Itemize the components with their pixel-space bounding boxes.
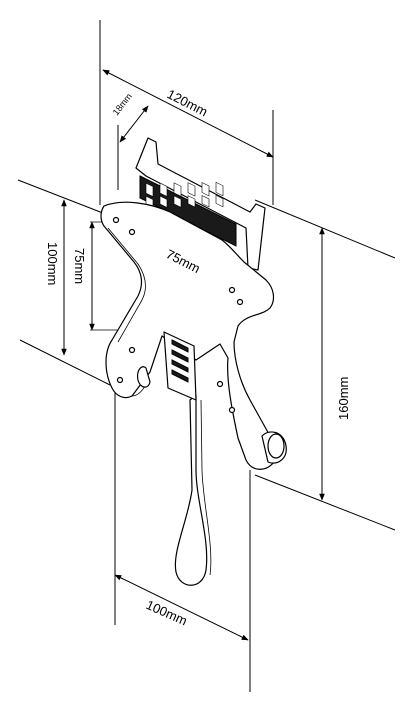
label-width-bottom: 100mm <box>144 597 190 628</box>
extension-lines <box>17 20 396 692</box>
label-width-top: 120mm <box>165 86 210 119</box>
wall-rail <box>135 137 266 271</box>
rail-grille <box>139 175 237 247</box>
label-height: 160mm <box>336 377 351 420</box>
label-depth-top: 18mm <box>111 91 134 117</box>
mounting-plate <box>100 201 275 470</box>
release-strap <box>174 394 208 586</box>
vent-slots <box>171 339 189 383</box>
adjustment-knob <box>137 366 287 464</box>
label-hole-100: 100mm <box>45 242 60 285</box>
bracket-illustration <box>100 137 287 586</box>
mounting-holes <box>112 216 244 414</box>
label-hole-75: 75mm <box>72 248 87 284</box>
